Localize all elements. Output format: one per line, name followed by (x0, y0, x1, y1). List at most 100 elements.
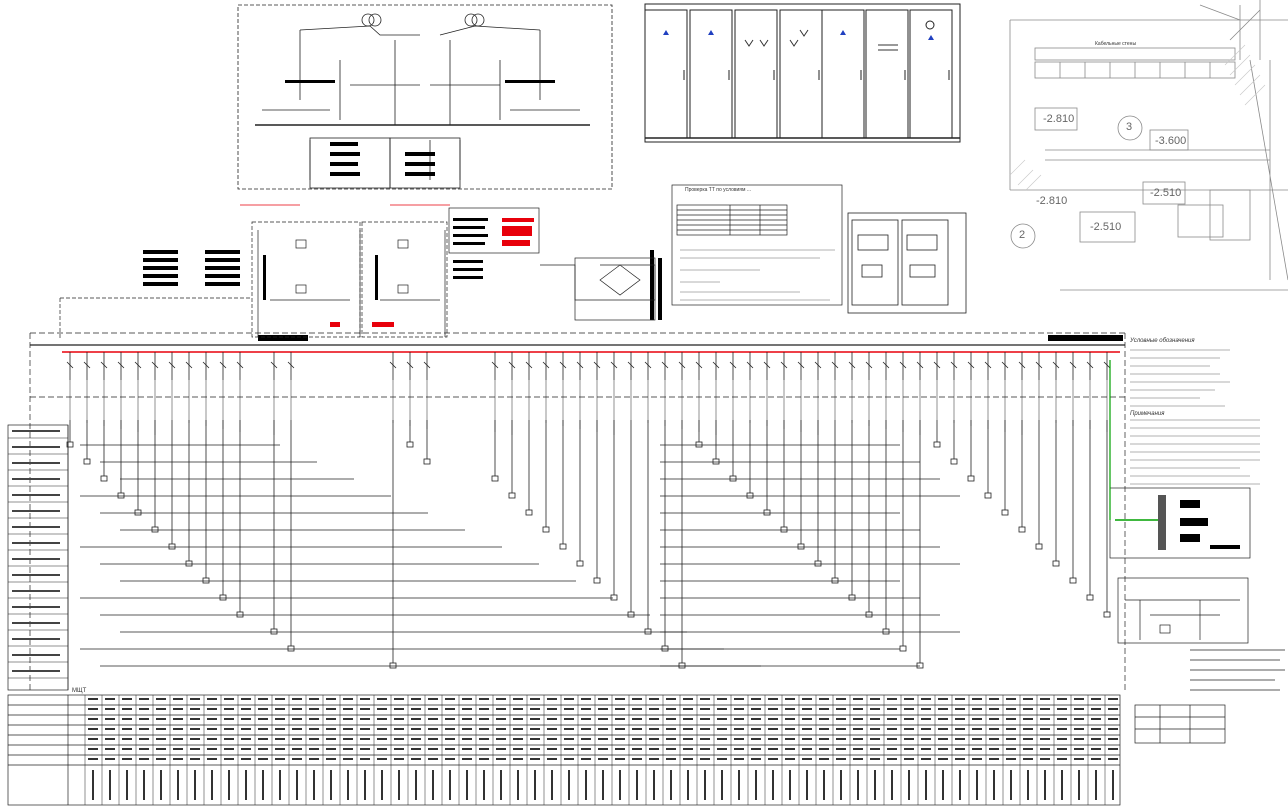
feeder-load-box (831, 577, 839, 584)
breaker-symbol (168, 361, 176, 369)
table-vertical-text (568, 770, 570, 800)
feeder-title-text (12, 606, 60, 608)
table-vertical-text (823, 770, 825, 800)
table-cell-mark (938, 698, 948, 700)
table-cell-mark (547, 748, 557, 750)
table-cell-mark (938, 728, 948, 730)
feeder-load-box (423, 458, 431, 465)
table-vertical-text (211, 770, 213, 800)
table-cell-mark (1108, 728, 1118, 730)
table-cell-mark (479, 698, 489, 700)
room-number: 3 (1126, 121, 1133, 133)
table-cell-mark (989, 728, 999, 730)
breaker-symbol (780, 361, 788, 369)
table-cell-mark (343, 758, 353, 760)
table-cell-mark (241, 758, 251, 760)
table-cell-mark (275, 718, 285, 720)
table-cell-mark (190, 748, 200, 750)
table-cell-mark (1057, 728, 1067, 730)
table-cell-mark (819, 758, 829, 760)
breaker-symbol (389, 361, 397, 369)
feeder-load-box (1086, 594, 1094, 601)
table-cell-mark (513, 718, 523, 720)
table-cell-mark (292, 708, 302, 710)
table-cell-mark (1091, 738, 1101, 740)
table-cell-mark (411, 758, 421, 760)
breaker-symbol (916, 361, 924, 369)
table-cell-mark (1074, 728, 1084, 730)
table-cell-mark (836, 718, 846, 720)
table-vertical-text (704, 770, 706, 800)
table-vertical-text (415, 770, 417, 800)
breaker-symbol (1035, 361, 1043, 369)
table-cell-mark (479, 748, 489, 750)
table-cell-mark (870, 718, 880, 720)
feeder-load-box (389, 662, 397, 669)
table-cell-mark (666, 728, 676, 730)
table-cell-mark (173, 728, 183, 730)
table-cell-mark (1040, 718, 1050, 720)
breaker-symbol (1103, 361, 1111, 369)
table-cell-mark (258, 748, 268, 750)
breaker-symbol (644, 361, 652, 369)
table-cell-mark (1023, 728, 1033, 730)
feeder-columns (66, 352, 1111, 669)
table-vertical-text (789, 770, 791, 800)
table-cell-mark (1040, 748, 1050, 750)
table-cell-mark (377, 698, 387, 700)
table-cell-mark (139, 718, 149, 720)
table-cell-mark (1006, 718, 1016, 720)
table-cell-mark (496, 738, 506, 740)
table-cell-mark (1091, 758, 1101, 760)
feeder-load-box (627, 611, 635, 618)
cabinet-elevations (644, 3, 961, 143)
table-cell-mark (632, 748, 642, 750)
table-cell-mark (666, 748, 676, 750)
feeder-load-box (525, 509, 533, 516)
table-cell-mark (598, 748, 608, 750)
table-cell-mark (802, 708, 812, 710)
cable-runs (80, 444, 960, 667)
table-cell-mark (445, 748, 455, 750)
table-cell-mark (530, 758, 540, 760)
table-cell-mark (309, 758, 319, 760)
table-cell-mark (207, 708, 217, 710)
table-cell-mark (802, 728, 812, 730)
feeder-title-text (12, 510, 60, 512)
table-cell-mark (292, 718, 302, 720)
table-cell-mark (122, 718, 132, 720)
table-vertical-text (1044, 770, 1046, 800)
table-cell-mark (649, 758, 659, 760)
table-cell-mark (1057, 738, 1067, 740)
floor-plan-hatch (1009, 44, 1266, 191)
feeder-load-box (899, 645, 907, 652)
table-cell-mark (632, 738, 642, 740)
feeder-title-text (12, 574, 60, 576)
table-cell-mark (411, 728, 421, 730)
table-vertical-text (1061, 770, 1063, 800)
table-cell-mark (292, 758, 302, 760)
table-cell-mark (921, 758, 931, 760)
breaker-symbol (559, 361, 567, 369)
table-cell-mark (666, 718, 676, 720)
breaker-symbol (100, 361, 108, 369)
table-vertical-text (755, 770, 757, 800)
table-cell-mark (615, 728, 625, 730)
table-cell-mark (972, 708, 982, 710)
feeder-title-text (12, 638, 60, 640)
feeder-load-box (1018, 526, 1026, 533)
table-cell-mark (1108, 708, 1118, 710)
room-number: 2 (1019, 229, 1026, 241)
table-cell-mark (887, 728, 897, 730)
feeder-load-box (797, 543, 805, 550)
table-cell-mark (717, 708, 727, 710)
table-vertical-text (976, 770, 978, 800)
table-cell-mark (88, 698, 98, 700)
feeder-load-box (491, 475, 499, 482)
table-cell-mark (326, 738, 336, 740)
feeder-load-box (780, 526, 788, 533)
table-cell-mark (1074, 708, 1084, 710)
table-vertical-text (636, 770, 638, 800)
feeder-load-box (678, 662, 686, 669)
breaker-symbol (1018, 361, 1026, 369)
